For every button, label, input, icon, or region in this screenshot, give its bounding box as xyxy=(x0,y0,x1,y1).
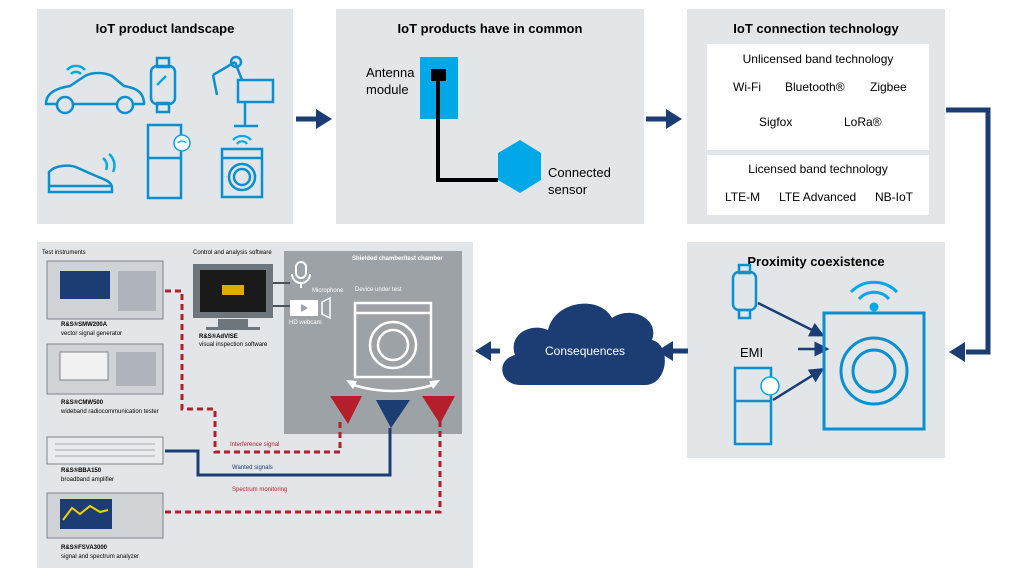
antenna-spectrum xyxy=(422,396,455,424)
robot-arm-icon xyxy=(211,55,275,128)
arrow-proximity-to-cloud xyxy=(657,341,688,361)
instrument-desc: signal and spectrum analyzer xyxy=(61,554,140,560)
wanted-signals-label: Wanted signals xyxy=(232,465,273,471)
spectrum-monitoring-label: Spectrum monitoring xyxy=(232,487,288,493)
interference-signal-label: Interference signal xyxy=(230,442,280,448)
wifi-icon xyxy=(102,153,116,173)
emi-label: EMI xyxy=(740,345,764,360)
unlicensed-band-title: Unlicensed band technology xyxy=(742,52,894,66)
panel-products-common: IoT products have in common Antenna modu… xyxy=(336,9,644,224)
antenna-interference xyxy=(330,396,362,424)
instrument-name: R&S®BBA150 xyxy=(61,468,102,474)
sneaker-icon xyxy=(47,164,114,194)
antenna-cable xyxy=(436,80,498,182)
licensed-band-box: Licensed band technology LTE-M LTE Advan… xyxy=(707,155,929,215)
refrigerator-icon xyxy=(146,123,191,200)
spectrum-monitoring-path xyxy=(165,420,442,514)
tech-lte-advanced: LTE Advanced xyxy=(779,190,857,204)
rotation-arrowhead xyxy=(346,380,357,389)
panel-product-landscape: IoT product landscape xyxy=(37,9,293,224)
advise-name: R&S®AdVISE xyxy=(199,334,238,340)
cloud-label: Consequences xyxy=(545,344,626,358)
antenna-module-label: Antenna module xyxy=(366,65,415,97)
microphone-label: Microphone xyxy=(312,288,344,294)
webcam-label: HD webcam xyxy=(289,320,322,326)
tech-sigfox: Sigfox xyxy=(759,115,793,129)
fsva3000-device xyxy=(46,492,164,539)
arrow-common-to-connection xyxy=(646,109,682,129)
arrow-landscape-to-common xyxy=(296,109,332,129)
refrigerator-icon xyxy=(733,366,780,446)
licensed-band-title: Licensed band technology xyxy=(748,162,888,176)
antenna-wanted xyxy=(376,400,410,428)
instrument-name: R&S®SMW200A xyxy=(61,322,108,328)
microphone-icon xyxy=(291,261,311,288)
cmw500-device xyxy=(46,343,164,395)
rotation-arrowhead xyxy=(429,380,440,389)
tech-nb-iot: NB-IoT xyxy=(875,190,914,204)
bba150-device xyxy=(46,436,164,465)
wanted-signal-path xyxy=(165,428,392,477)
chamber-label: Shielded chamber/test chamber xyxy=(352,256,443,262)
monitor-icon xyxy=(193,264,273,330)
panel-title: Proximity coexistence xyxy=(747,254,885,269)
wifi-icon xyxy=(66,64,86,75)
panel-title: IoT connection technology xyxy=(733,21,899,36)
panel-connection-technology: IoT connection technology Unlicensed ban… xyxy=(687,9,945,224)
tech-zigbee: Zigbee xyxy=(870,80,907,94)
washing-machine-icon xyxy=(220,147,264,199)
dut-washing-machine-icon xyxy=(353,301,433,379)
arrow-connection-to-proximity xyxy=(946,107,991,362)
advise-desc: visual inspection software xyxy=(199,342,268,348)
emi-arrow-watch xyxy=(757,301,825,337)
software-label: Control and analysis software xyxy=(193,250,272,256)
interference-signal-path xyxy=(165,289,342,454)
tech-bluetooth: Bluetooth® xyxy=(785,80,845,94)
cloud-shape xyxy=(502,303,665,385)
car-icon xyxy=(44,71,146,115)
wifi-icon xyxy=(232,134,252,145)
test-instruments-label: Test instruments xyxy=(42,250,86,256)
wifi-icon xyxy=(849,280,899,312)
emi-arrow-fridge xyxy=(772,368,825,402)
washing-machine-icon xyxy=(822,311,926,431)
tech-wifi: Wi-Fi xyxy=(733,80,761,94)
unlicensed-band-box: Unlicensed band technology Wi-Fi Bluetoo… xyxy=(707,44,929,150)
webcam-icon xyxy=(290,296,331,320)
tech-lte-m: LTE-M xyxy=(725,190,761,204)
rotation-arc xyxy=(349,382,437,393)
smartwatch-icon xyxy=(149,56,177,114)
smw200a-device xyxy=(46,260,164,320)
arrow-cloud-to-setup xyxy=(475,341,500,361)
tech-lora: LoRa® xyxy=(844,115,882,129)
instrument-name: R&S®CMW500 xyxy=(61,400,104,406)
panel-title: IoT products have in common xyxy=(397,21,583,36)
antenna-chip-icon xyxy=(431,69,446,81)
instrument-desc: broadband amplifier xyxy=(61,477,115,483)
connected-sensor-label: Connected sensor xyxy=(548,165,611,197)
instrument-desc: wideband radiocommunication tester xyxy=(61,409,159,415)
dut-label: Device under test xyxy=(355,287,402,293)
panel-title: IoT product landscape xyxy=(95,21,235,36)
smartwatch-icon xyxy=(731,263,758,320)
instrument-name: R&S®FSVA3000 xyxy=(61,545,107,551)
instrument-desc: vector signal generator xyxy=(61,331,123,337)
sensor-hexagon xyxy=(498,140,541,193)
